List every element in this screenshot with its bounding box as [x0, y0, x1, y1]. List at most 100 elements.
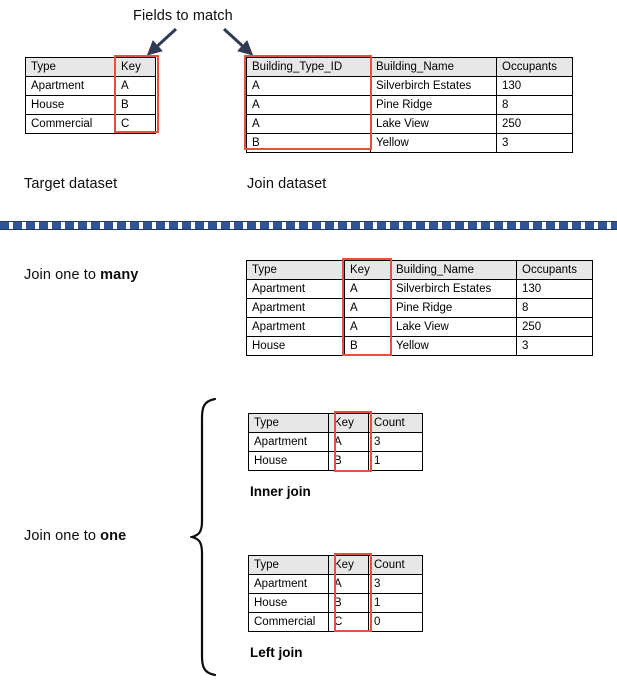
column-header-building-name: Building_Name — [390, 260, 517, 280]
cell-key: A — [328, 432, 369, 452]
column-header-type: Type — [248, 413, 329, 433]
column-header-building-name: Building_Name — [370, 57, 497, 77]
cell-type: House — [246, 336, 345, 356]
table-row[interactable]: B Yellow 3 — [246, 133, 573, 153]
join-dataset-table[interactable]: Building_Type_ID Building_Name Occupants… — [246, 57, 573, 153]
cell-occupants: 3 — [496, 133, 573, 153]
inner-join-table[interactable]: Type Key Count Apartment A 3 House B 1 — [248, 413, 423, 471]
one-to-many-table-wrap: Type Key Building_Name Occupants Apartme… — [246, 260, 593, 356]
cell-building-type-id: A — [246, 76, 371, 96]
cell-key: A — [344, 279, 391, 299]
table-row[interactable]: Commercial C — [25, 114, 156, 134]
cell-key: A — [344, 317, 391, 337]
table-row[interactable]: Commercial C 0 — [248, 612, 423, 632]
table-row[interactable]: Apartment A 3 — [248, 432, 423, 452]
target-dataset-table[interactable]: Type Key Apartment A House B Commercial … — [25, 57, 156, 134]
cell-type: House — [25, 95, 116, 115]
table-row[interactable]: House B — [25, 95, 156, 115]
cell-count: 3 — [368, 432, 423, 452]
column-header-key: Key — [115, 57, 156, 77]
cell-count: 1 — [368, 451, 423, 471]
cell-building-name: Silverbirch Estates — [370, 76, 497, 96]
cell-occupants: 3 — [516, 336, 593, 356]
table-header-row: Building_Type_ID Building_Name Occupants — [246, 57, 573, 77]
cell-count: 3 — [368, 574, 423, 594]
cell-type: Apartment — [25, 76, 116, 96]
join-one-to-many-emphasis: many — [100, 267, 139, 283]
left-join-table[interactable]: Type Key Count Apartment A 3 House B 1 C… — [248, 555, 423, 632]
inner-join-caption: Inner join — [250, 484, 311, 499]
cell-type: Apartment — [248, 574, 329, 594]
arrow-to-join-key — [218, 26, 260, 58]
table-row[interactable]: A Pine Ridge 8 — [246, 95, 573, 115]
cell-key: A — [344, 298, 391, 318]
cell-building-type-id: A — [246, 114, 371, 134]
join-dataset-table-wrap: Building_Type_ID Building_Name Occupants… — [246, 57, 573, 153]
column-header-key: Key — [328, 555, 369, 575]
table-row[interactable]: A Lake View 250 — [246, 114, 573, 134]
cell-building-name: Yellow — [370, 133, 497, 153]
column-header-count: Count — [368, 413, 423, 433]
table-header-row: Type Key Count — [248, 555, 423, 575]
cell-type: Apartment — [246, 298, 345, 318]
target-dataset-caption: Target dataset — [24, 176, 118, 192]
cell-type: Apartment — [246, 279, 345, 299]
cell-occupants: 8 — [496, 95, 573, 115]
cell-building-name: Lake View — [370, 114, 497, 134]
section-divider — [0, 221, 617, 230]
cell-key: A — [328, 574, 369, 594]
cell-building-name: Lake View — [390, 317, 517, 337]
fields-to-match-callout: Fields to match — [133, 8, 233, 24]
table-row[interactable]: House B 1 — [248, 593, 423, 613]
table-row[interactable]: Apartment A 3 — [248, 574, 423, 594]
target-dataset-table-wrap: Type Key Apartment A House B Commercial … — [25, 57, 156, 134]
column-header-count: Count — [368, 555, 423, 575]
cell-occupants: 8 — [516, 298, 593, 318]
cell-key: B — [328, 593, 369, 613]
table-header-row: Type Key — [25, 57, 156, 77]
cell-key: C — [328, 612, 369, 632]
cell-occupants: 130 — [496, 76, 573, 96]
left-join-table-wrap: Type Key Count Apartment A 3 House B 1 C… — [248, 555, 423, 632]
join-one-to-many-label: Join one to many — [24, 267, 138, 283]
left-join-caption: Left join — [250, 645, 303, 660]
cell-type: House — [248, 593, 329, 613]
column-header-key: Key — [344, 260, 391, 280]
cell-type: Apartment — [246, 317, 345, 337]
cell-occupants: 250 — [496, 114, 573, 134]
cell-key: A — [115, 76, 156, 96]
table-row[interactable]: House B 1 — [248, 451, 423, 471]
cell-type: Apartment — [248, 432, 329, 452]
cell-occupants: 250 — [516, 317, 593, 337]
cell-building-name: Yellow — [390, 336, 517, 356]
cell-building-name: Pine Ridge — [370, 95, 497, 115]
join-one-to-one-label: Join one to one — [24, 528, 126, 544]
cell-key: B — [344, 336, 391, 356]
one-to-many-table[interactable]: Type Key Building_Name Occupants Apartme… — [246, 260, 593, 356]
cell-key: B — [115, 95, 156, 115]
table-header-row: Type Key Building_Name Occupants — [246, 260, 593, 280]
column-header-occupants: Occupants — [516, 260, 593, 280]
cell-count: 1 — [368, 593, 423, 613]
column-header-occupants: Occupants — [496, 57, 573, 77]
cell-type: House — [248, 451, 329, 471]
cell-occupants: 130 — [516, 279, 593, 299]
table-row[interactable]: Apartment A Silverbirch Estates 130 — [246, 279, 593, 299]
join-dataset-caption: Join dataset — [247, 176, 327, 192]
cell-type: Commercial — [248, 612, 329, 632]
column-header-key: Key — [328, 413, 369, 433]
cell-building-type-id: A — [246, 95, 371, 115]
table-row[interactable]: House B Yellow 3 — [246, 336, 593, 356]
table-row[interactable]: Apartment A Lake View 250 — [246, 317, 593, 337]
arrow-to-target-key — [142, 26, 182, 58]
table-row[interactable]: A Silverbirch Estates 130 — [246, 76, 573, 96]
inner-join-table-wrap: Type Key Count Apartment A 3 House B 1 — [248, 413, 423, 471]
table-row[interactable]: Apartment A Pine Ridge 8 — [246, 298, 593, 318]
cell-key: C — [115, 114, 156, 134]
cell-type: Commercial — [25, 114, 116, 134]
table-row[interactable]: Apartment A — [25, 76, 156, 96]
column-header-type: Type — [25, 57, 116, 77]
column-header-type: Type — [246, 260, 345, 280]
column-header-type: Type — [248, 555, 329, 575]
cell-building-name: Pine Ridge — [390, 298, 517, 318]
